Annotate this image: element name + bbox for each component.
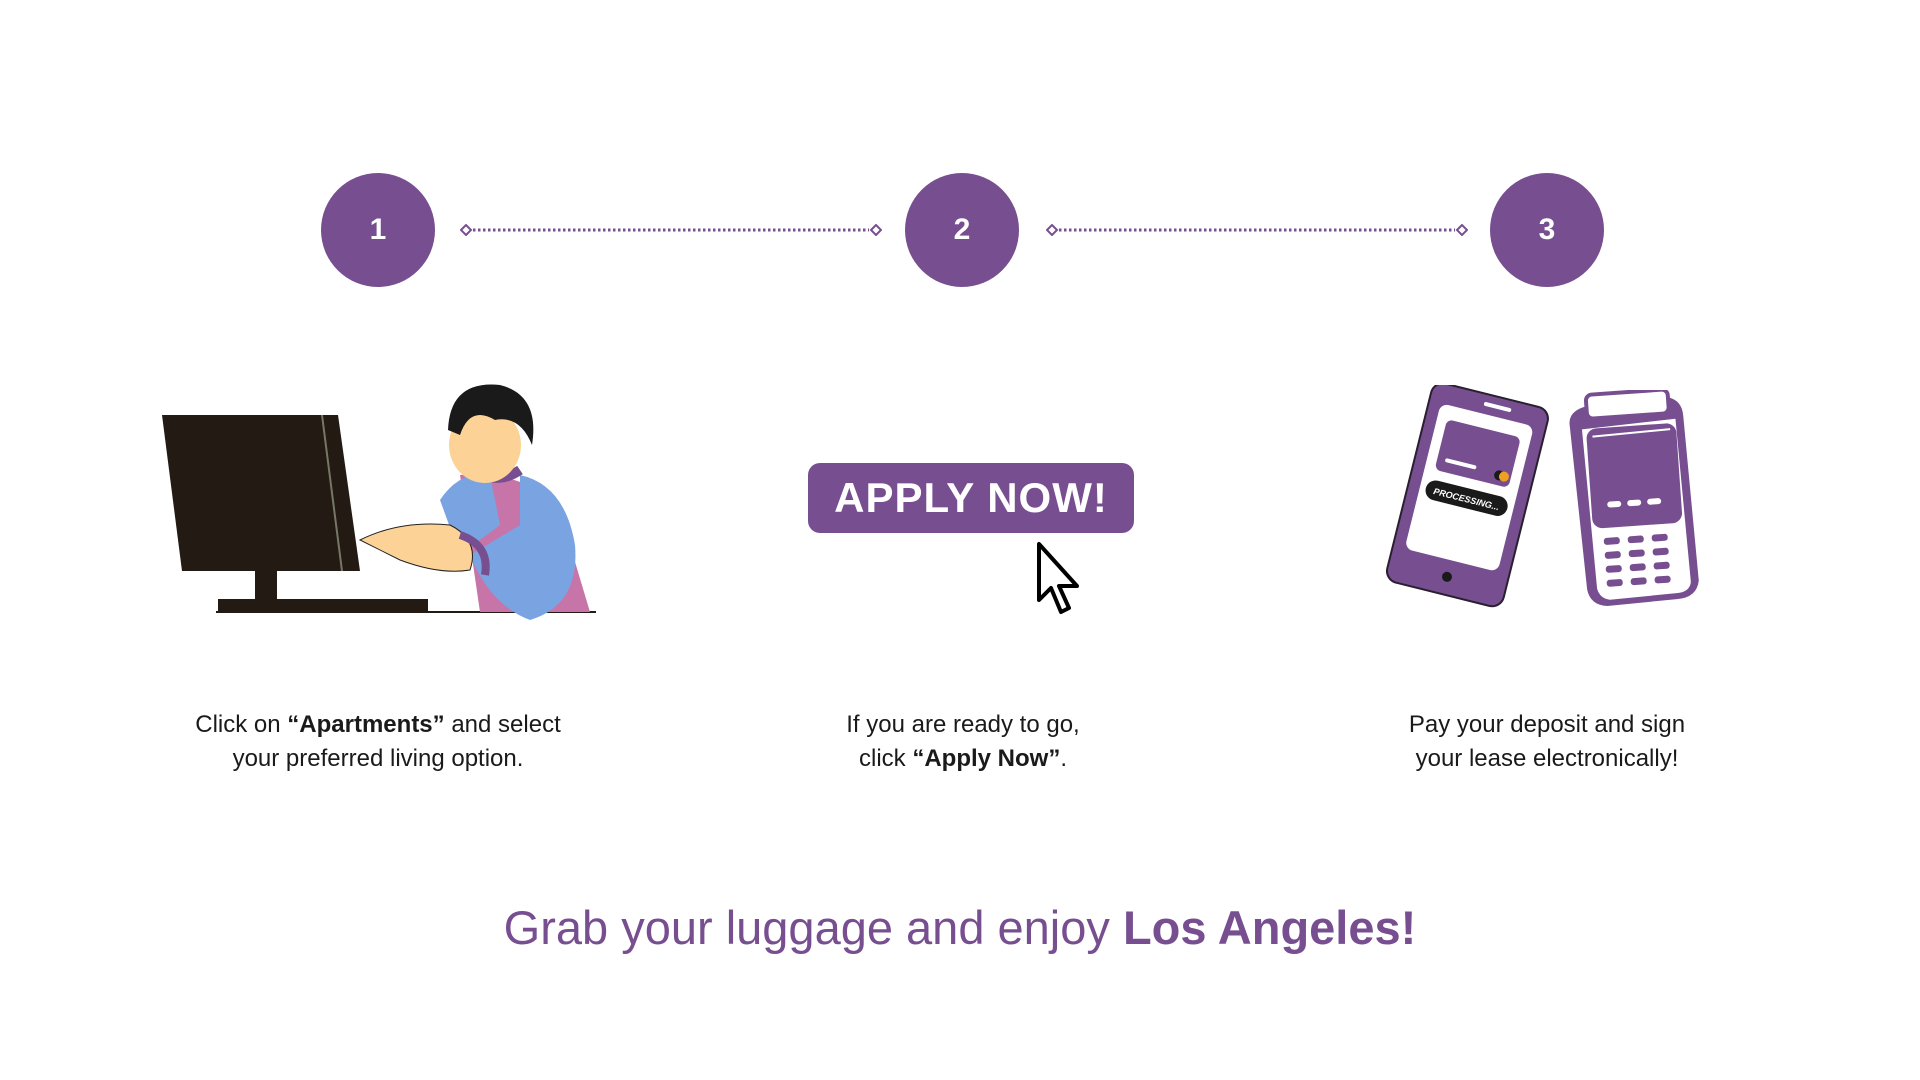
step-2-circle: 2 <box>905 173 1019 287</box>
tagline-text: Grab your luggage and enjoy <box>503 901 1123 954</box>
tagline: Grab your luggage and enjoy Los Angeles! <box>0 900 1920 955</box>
card-terminal-icon <box>1569 390 1699 606</box>
caption-emphasis: “Apply Now” <box>912 745 1061 772</box>
connector-1-2 <box>460 224 882 236</box>
caption-text: your lease electronically! <box>1415 745 1679 772</box>
caption-emphasis: “Apartments” <box>287 711 445 738</box>
step-1-circle: 1 <box>321 173 435 287</box>
tagline-city: Los Angeles! <box>1122 901 1417 954</box>
step-2-caption: If you are ready to go, click “Apply Now… <box>703 708 1223 776</box>
step-1-caption: Click on “Apartments” and select your pr… <box>118 708 638 776</box>
connector-2-3 <box>1046 224 1468 236</box>
caption-text: Click on <box>195 711 288 738</box>
caption-text: and select <box>444 711 561 738</box>
caption-text: your preferred living option. <box>232 745 524 772</box>
caption-text: If you are ready to go, <box>846 711 1080 738</box>
caption-text: Pay your deposit and sign <box>1408 711 1686 738</box>
caption-text: . <box>1060 745 1067 772</box>
smartphone-icon: PROCESSING... <box>1385 385 1549 608</box>
caption-text: click <box>858 745 913 772</box>
step-3-caption: Pay your deposit and sign your lease ele… <box>1287 708 1807 776</box>
apply-now-button[interactable]: APPLY NOW! <box>808 463 1134 533</box>
mouse-cursor-icon <box>1037 542 1079 614</box>
person-at-computer-illustration <box>162 384 596 620</box>
step-3-circle: 3 <box>1490 173 1604 287</box>
